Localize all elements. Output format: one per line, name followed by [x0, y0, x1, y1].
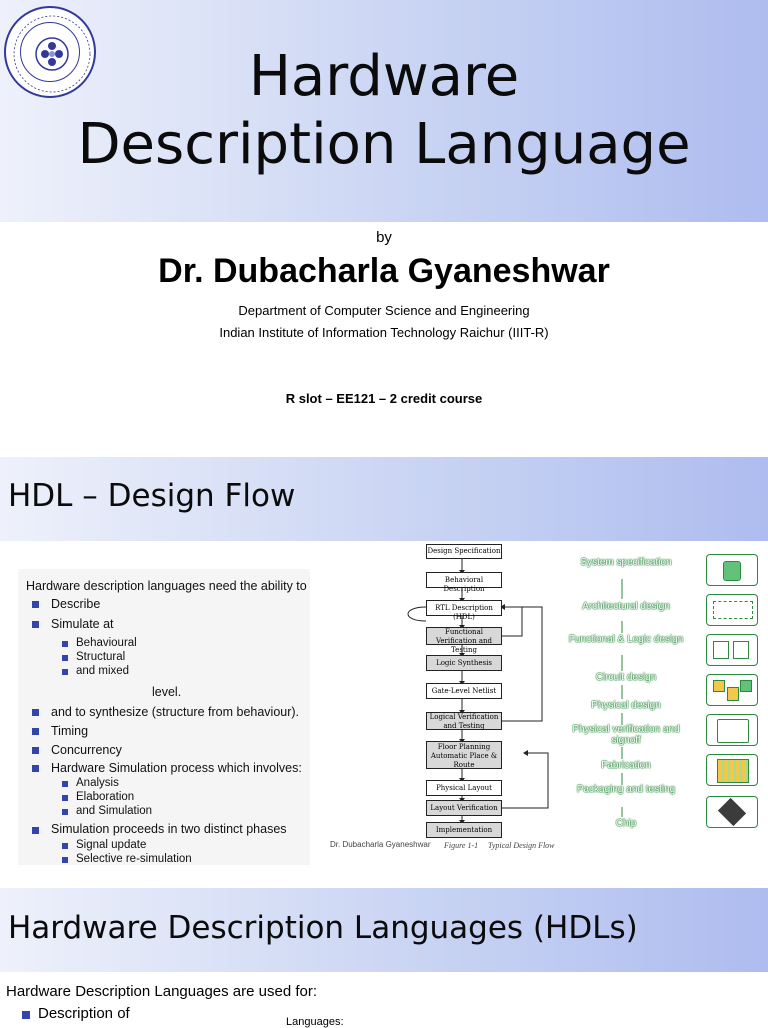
list-intro: Hardware description languages need the …: [26, 579, 307, 593]
list-subitem: Elaboration: [76, 791, 135, 803]
bullet-icon: [22, 1011, 30, 1019]
list-item: Timing: [51, 724, 89, 738]
bullet-icon: [62, 795, 68, 801]
architecture-chip-icon: [706, 594, 758, 626]
hdl-languages-fragment: Languages:: [286, 1016, 344, 1028]
section-band-hdls: [0, 888, 768, 972]
section-title-design-flow: HDL – Design Flow: [8, 478, 296, 514]
logic-chip-icon: [706, 634, 758, 666]
bullet-icon: [32, 728, 39, 735]
bullet-icon: [62, 843, 68, 849]
fabrication-chip-icon: [706, 754, 758, 786]
flow-step: RTL Description (HDL): [426, 600, 502, 621]
slide-title-line1: Hardware: [248, 44, 520, 109]
bullet-icon: [62, 669, 68, 675]
title-band: [0, 0, 768, 222]
list-subitem: Analysis: [76, 777, 119, 789]
bullet-icon: [32, 827, 39, 834]
list-subitem: and mixed: [76, 665, 130, 677]
circuit-chip-icon: [706, 674, 758, 706]
design-stage-icons: [702, 550, 766, 840]
design-step: Circuit design: [595, 672, 657, 683]
design-step: Chip: [615, 818, 637, 829]
design-step: Physical design: [591, 700, 661, 711]
figure-title: Typical Design Flow: [488, 841, 555, 850]
flow-step: Functional Verification and Testing: [426, 627, 502, 654]
list-item: Concurrency: [51, 743, 122, 757]
footer-author: Dr. Dubacharla Gyaneshwar: [330, 840, 431, 849]
hdl-intro: Hardware Description Languages are used …: [6, 983, 318, 1000]
design-step: Fabrication: [601, 760, 651, 771]
list-subitem: Selective re-simulation: [76, 853, 192, 865]
logo-ring: [20, 22, 80, 82]
design-steps-list: System specification Architectural desig…: [569, 555, 692, 835]
bullet-icon: [32, 709, 39, 716]
packaged-chip-icon: [706, 796, 758, 828]
step-connectors: [621, 579, 623, 817]
bullet-icon: [62, 781, 68, 787]
institute-logo: [4, 6, 96, 98]
flow-step: Behavioral Description: [426, 572, 502, 593]
flow-step: Layout Verification: [426, 800, 502, 816]
list-item: Describe: [51, 597, 101, 611]
flow-step: Gate-Level Netlist: [426, 683, 502, 699]
requirements-list: Hardware description languages need the …: [18, 569, 310, 865]
hdl-use-item: Description of: [38, 1005, 130, 1022]
list-subitem: Signal update: [76, 839, 147, 851]
bullet-icon: [62, 809, 68, 815]
by-label: by: [376, 229, 392, 246]
figure-label: Figure 1-1: [444, 841, 479, 850]
list-subitem: and Simulation: [76, 805, 153, 817]
section-title-hdls: Hardware Description Languages (HDLs): [8, 910, 638, 946]
bullet-icon: [62, 641, 68, 647]
design-flow-diagram: Design Specification Behavioral Descript…: [398, 541, 568, 861]
bullet-icon: [62, 655, 68, 661]
bullet-icon: [32, 747, 39, 754]
list-item: Hardware Simulation process which involv…: [51, 761, 302, 775]
flow-step: Logic Synthesis: [426, 655, 502, 671]
list-item: Simulate at: [51, 617, 114, 631]
flow-step: Implementation: [426, 822, 502, 838]
flow-step: Floor Planning Automatic Place & Route: [426, 741, 502, 769]
bullet-icon: [32, 621, 39, 628]
design-step: System specification: [580, 557, 672, 568]
bullet-icon: [32, 601, 39, 608]
logo-emblem-icon: [13, 15, 91, 93]
design-step: Packaging and testing: [576, 784, 676, 795]
bullet-icon: [62, 857, 68, 863]
bullet-icon: [32, 765, 39, 772]
section-band-design-flow: [0, 457, 768, 541]
course-info: R slot – EE121 – 2 credit course: [285, 391, 483, 406]
design-step: Architectural design: [582, 601, 670, 612]
flow-step: Physical Layout: [426, 780, 502, 796]
slide-title-line2: Description Language: [77, 112, 691, 177]
list-item: and to synthesize (structure from behavi…: [51, 705, 300, 719]
department-name: Department of Computer Science and Engin…: [238, 303, 530, 318]
design-step: Physical verification and signoff: [572, 724, 680, 746]
flow-step: Design Specification: [426, 544, 502, 559]
list-item: Simulation proceeds in two distinct phas…: [51, 822, 287, 836]
list-item-continuation: level.: [152, 685, 182, 699]
physical-chip-icon: [706, 714, 758, 746]
list-subitem: Behavioural: [76, 637, 137, 649]
flow-step: Logical Verification and Testing: [426, 712, 502, 730]
design-step: Functional & Logic design: [568, 634, 684, 645]
author-name: Dr. Dubacharla Gyaneshwar: [158, 252, 610, 290]
spec-chip-icon: [706, 554, 758, 586]
institute-name: Indian Institute of Information Technolo…: [219, 325, 549, 340]
list-subitem: Structural: [76, 651, 126, 663]
